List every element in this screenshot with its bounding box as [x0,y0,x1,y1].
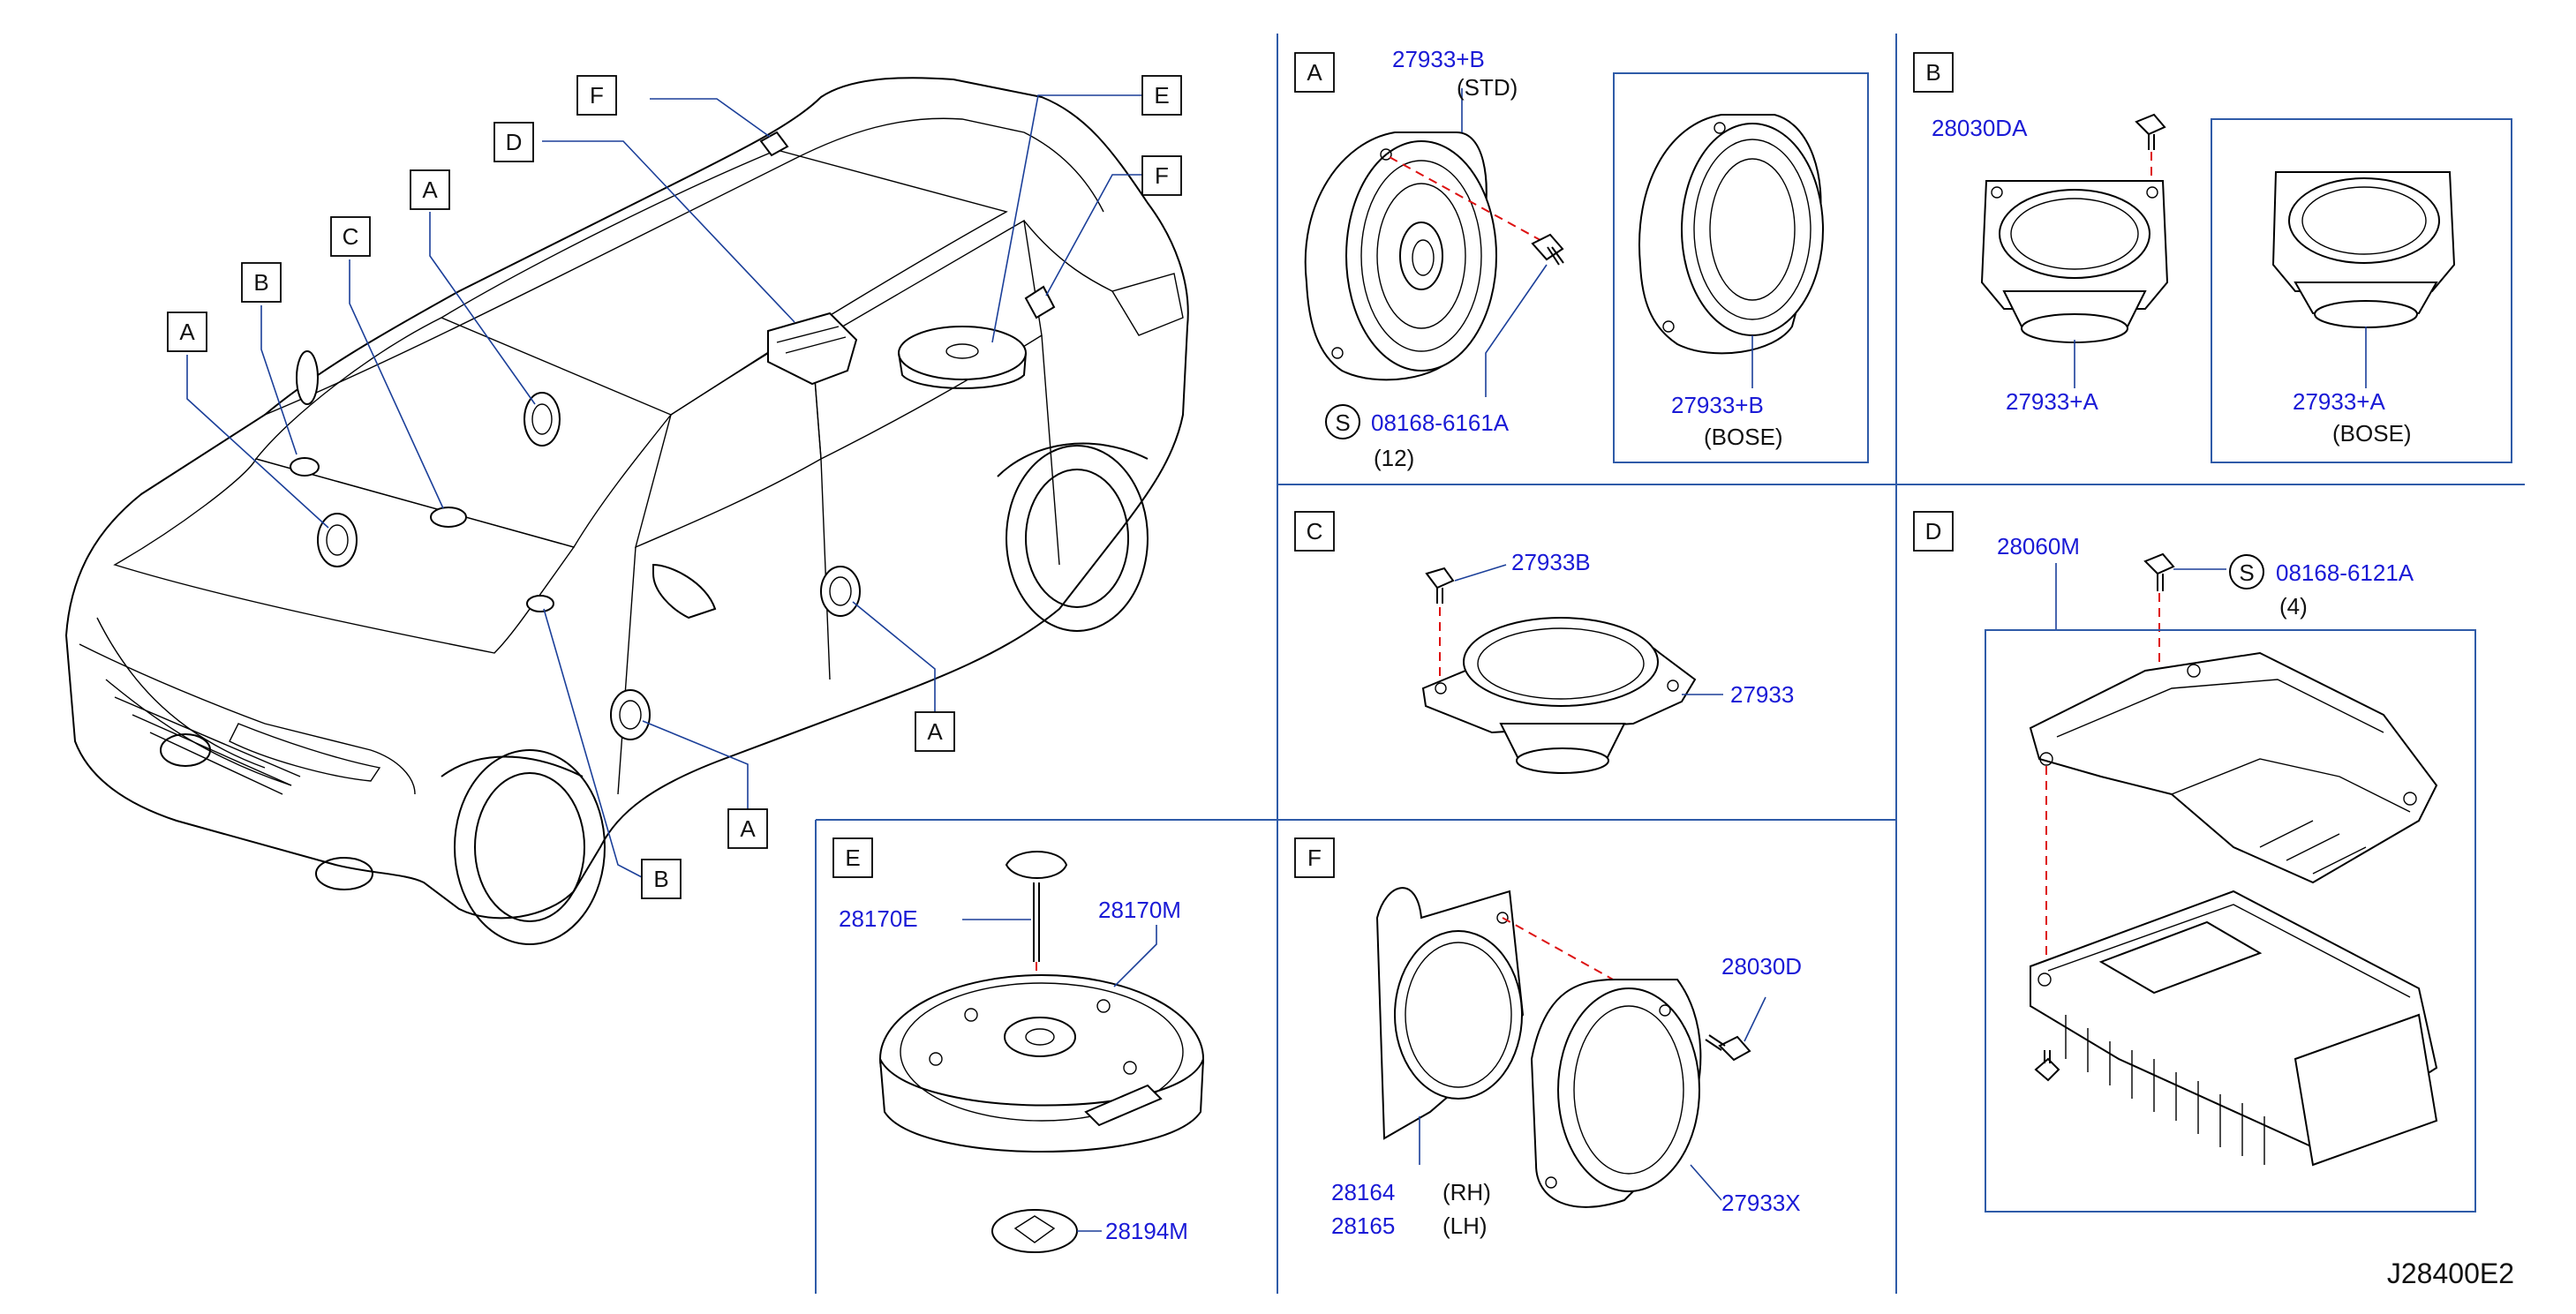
panel-a-letter: A [1307,59,1322,86]
callout-b-tweeter: B [241,262,282,303]
part-27933x: 27933X [1721,1190,1801,1216]
part-28030da: 28030DA [1932,115,2028,141]
part-28194m: 28194M [1105,1218,1188,1244]
note-lh: (LH) [1442,1213,1488,1239]
note-bose-b: (BOSE) [2332,420,2412,447]
vehicle-overview [64,77,1189,945]
callout-a-dash: A [410,169,450,210]
part-27933-a-bose: 27933+A [2293,388,2385,415]
svg-text:B: B [253,269,268,296]
svg-text:A: A [179,319,195,345]
panel-c: C 27933B 27933 [1294,511,1794,774]
overview-callouts: F E D F A C B A A A B [167,75,1182,899]
part-08168-6121a: 08168-6121A [2276,559,2414,586]
callout-b-pillar: B [641,859,682,899]
panel-e-letter: E [845,845,860,871]
amp-unit-drawing [2030,890,2438,1167]
part-28164: 28164 [1331,1179,1395,1205]
svg-text:C: C [343,223,359,250]
diagram-code: J28400E2 [2387,1258,2514,1289]
svg-text:F: F [590,82,604,109]
speaker-b-bose-drawing [2271,171,2456,328]
panel-d: D 28060M S 08168-6121A (4) [1913,511,2476,1213]
callout-f-roof: F [576,75,617,116]
part-27933b: 27933B [1511,549,1591,575]
part-28165: 28165 [1331,1213,1395,1239]
callout-a-front: A [167,312,207,352]
callout-d-amp: D [493,122,534,162]
panel-f: F 28030D 28164 (RH) 28165 (LH) 27933X [1294,837,1802,1239]
screw-f-drawing [1705,1034,1751,1062]
callout-a-rear-door: A [915,711,955,752]
part-28170m: 28170M [1098,897,1181,923]
panel-grid [815,34,2525,1294]
panel-d-letter: D [1925,518,1942,544]
panel-a: A 27933+B (STD) S 08168-6161A (12) [1294,46,1869,471]
speaker-std-drawing [1304,131,1497,381]
svg-text:E: E [1154,82,1169,109]
screw-symbol-d: S [2239,559,2254,586]
qty-12: (12) [1374,445,1414,471]
svg-text:A: A [927,718,943,745]
speaker-f-drawing [1530,979,1702,1208]
woofer-e-drawing [879,974,1204,1153]
part-27933-b-std: 27933+B [1392,46,1485,72]
panel-e: E 28170E 28170M 28194M [832,837,1204,1253]
screw-a-drawing [1531,233,1564,266]
speaker-c-drawing [1421,617,1697,774]
amp-subbox [1985,629,2476,1213]
svg-text:D: D [506,129,523,155]
part-28060m: 28060M [1997,533,2080,559]
callout-e-woofer: E [1141,75,1182,116]
speaker-bose-a-drawing [1638,114,1824,355]
svg-text:A: A [422,176,438,203]
svg-text:F: F [1155,162,1169,189]
note-bose-a: (BOSE) [1704,424,1783,450]
part-28030d: 28030D [1721,953,1802,980]
screw-b-drawing [2135,113,2166,150]
panel-c-letter: C [1307,518,1323,544]
part-08168-6161a: 08168-6161A [1371,409,1510,436]
amp-bracket-drawing [2029,651,2438,884]
callout-c-center: C [330,216,371,257]
qty-4: (4) [2279,593,2308,619]
speaker-b-std-drawing [1980,180,2169,343]
callout-f-rear: F [1141,155,1182,196]
callout-a-front-door: A [727,808,768,849]
svg-text:A: A [740,815,756,842]
bose-subbox-a [1613,72,1869,463]
panel-b-letter: B [1925,59,1940,86]
screw-d-drawing [2143,552,2175,591]
part-27933-b-bose: 27933+B [1671,392,1764,418]
part-28170e: 28170E [839,905,918,932]
bose-subbox-b [2211,118,2512,463]
panel-f-letter: F [1307,845,1322,871]
bracket-f-drawing [1375,887,1525,1140]
note-rh: (RH) [1442,1179,1491,1205]
svg-text:B: B [653,866,668,892]
screw-c-drawing [1425,567,1455,604]
car-body-outline [64,77,1189,920]
amp-screw-drawing [2034,1050,2060,1082]
screw-symbol-a: S [1335,409,1350,436]
part-27933: 27933 [1730,681,1794,708]
panel-b: B 28030DA 27933+A 27933+A (BOSE) [1913,52,2512,463]
part-27933-a-std: 27933+A [2006,388,2098,415]
plate-e-drawing [991,1209,1078,1253]
bolt-e-drawing [1005,851,1068,962]
note-std: (STD) [1457,74,1518,101]
